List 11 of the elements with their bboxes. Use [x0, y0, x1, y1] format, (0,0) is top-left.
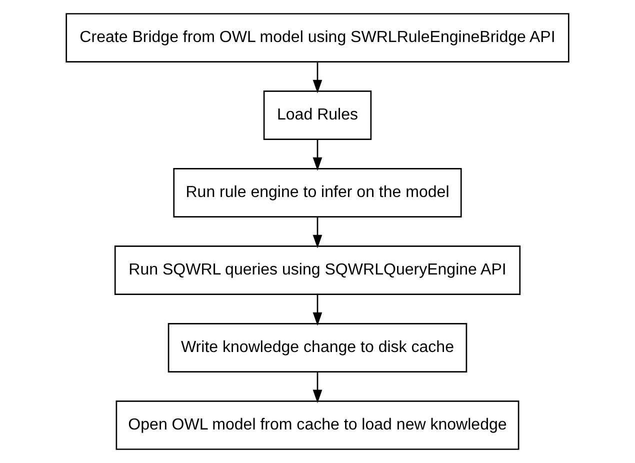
- arrow: [312, 294, 322, 326]
- node-box: Create Bridge from OWL model using SWRLRuleEngineBridge API: [66, 13, 570, 62]
- node-box: Open OWL model from cache to load new knowledge: [116, 400, 520, 450]
- node-box: Write knowledge change to disk cache: [168, 323, 468, 372]
- node-box: Run SQWRL queries using SQWRLQueryEngine API: [114, 246, 521, 295]
- node-box: Run rule engine to infer on the model: [173, 168, 462, 218]
- arrow: [312, 139, 322, 171]
- node-box: Load Rules: [263, 90, 372, 140]
- arrow: [312, 372, 322, 404]
- arrow: [312, 216, 322, 248]
- arrow: [312, 62, 322, 94]
